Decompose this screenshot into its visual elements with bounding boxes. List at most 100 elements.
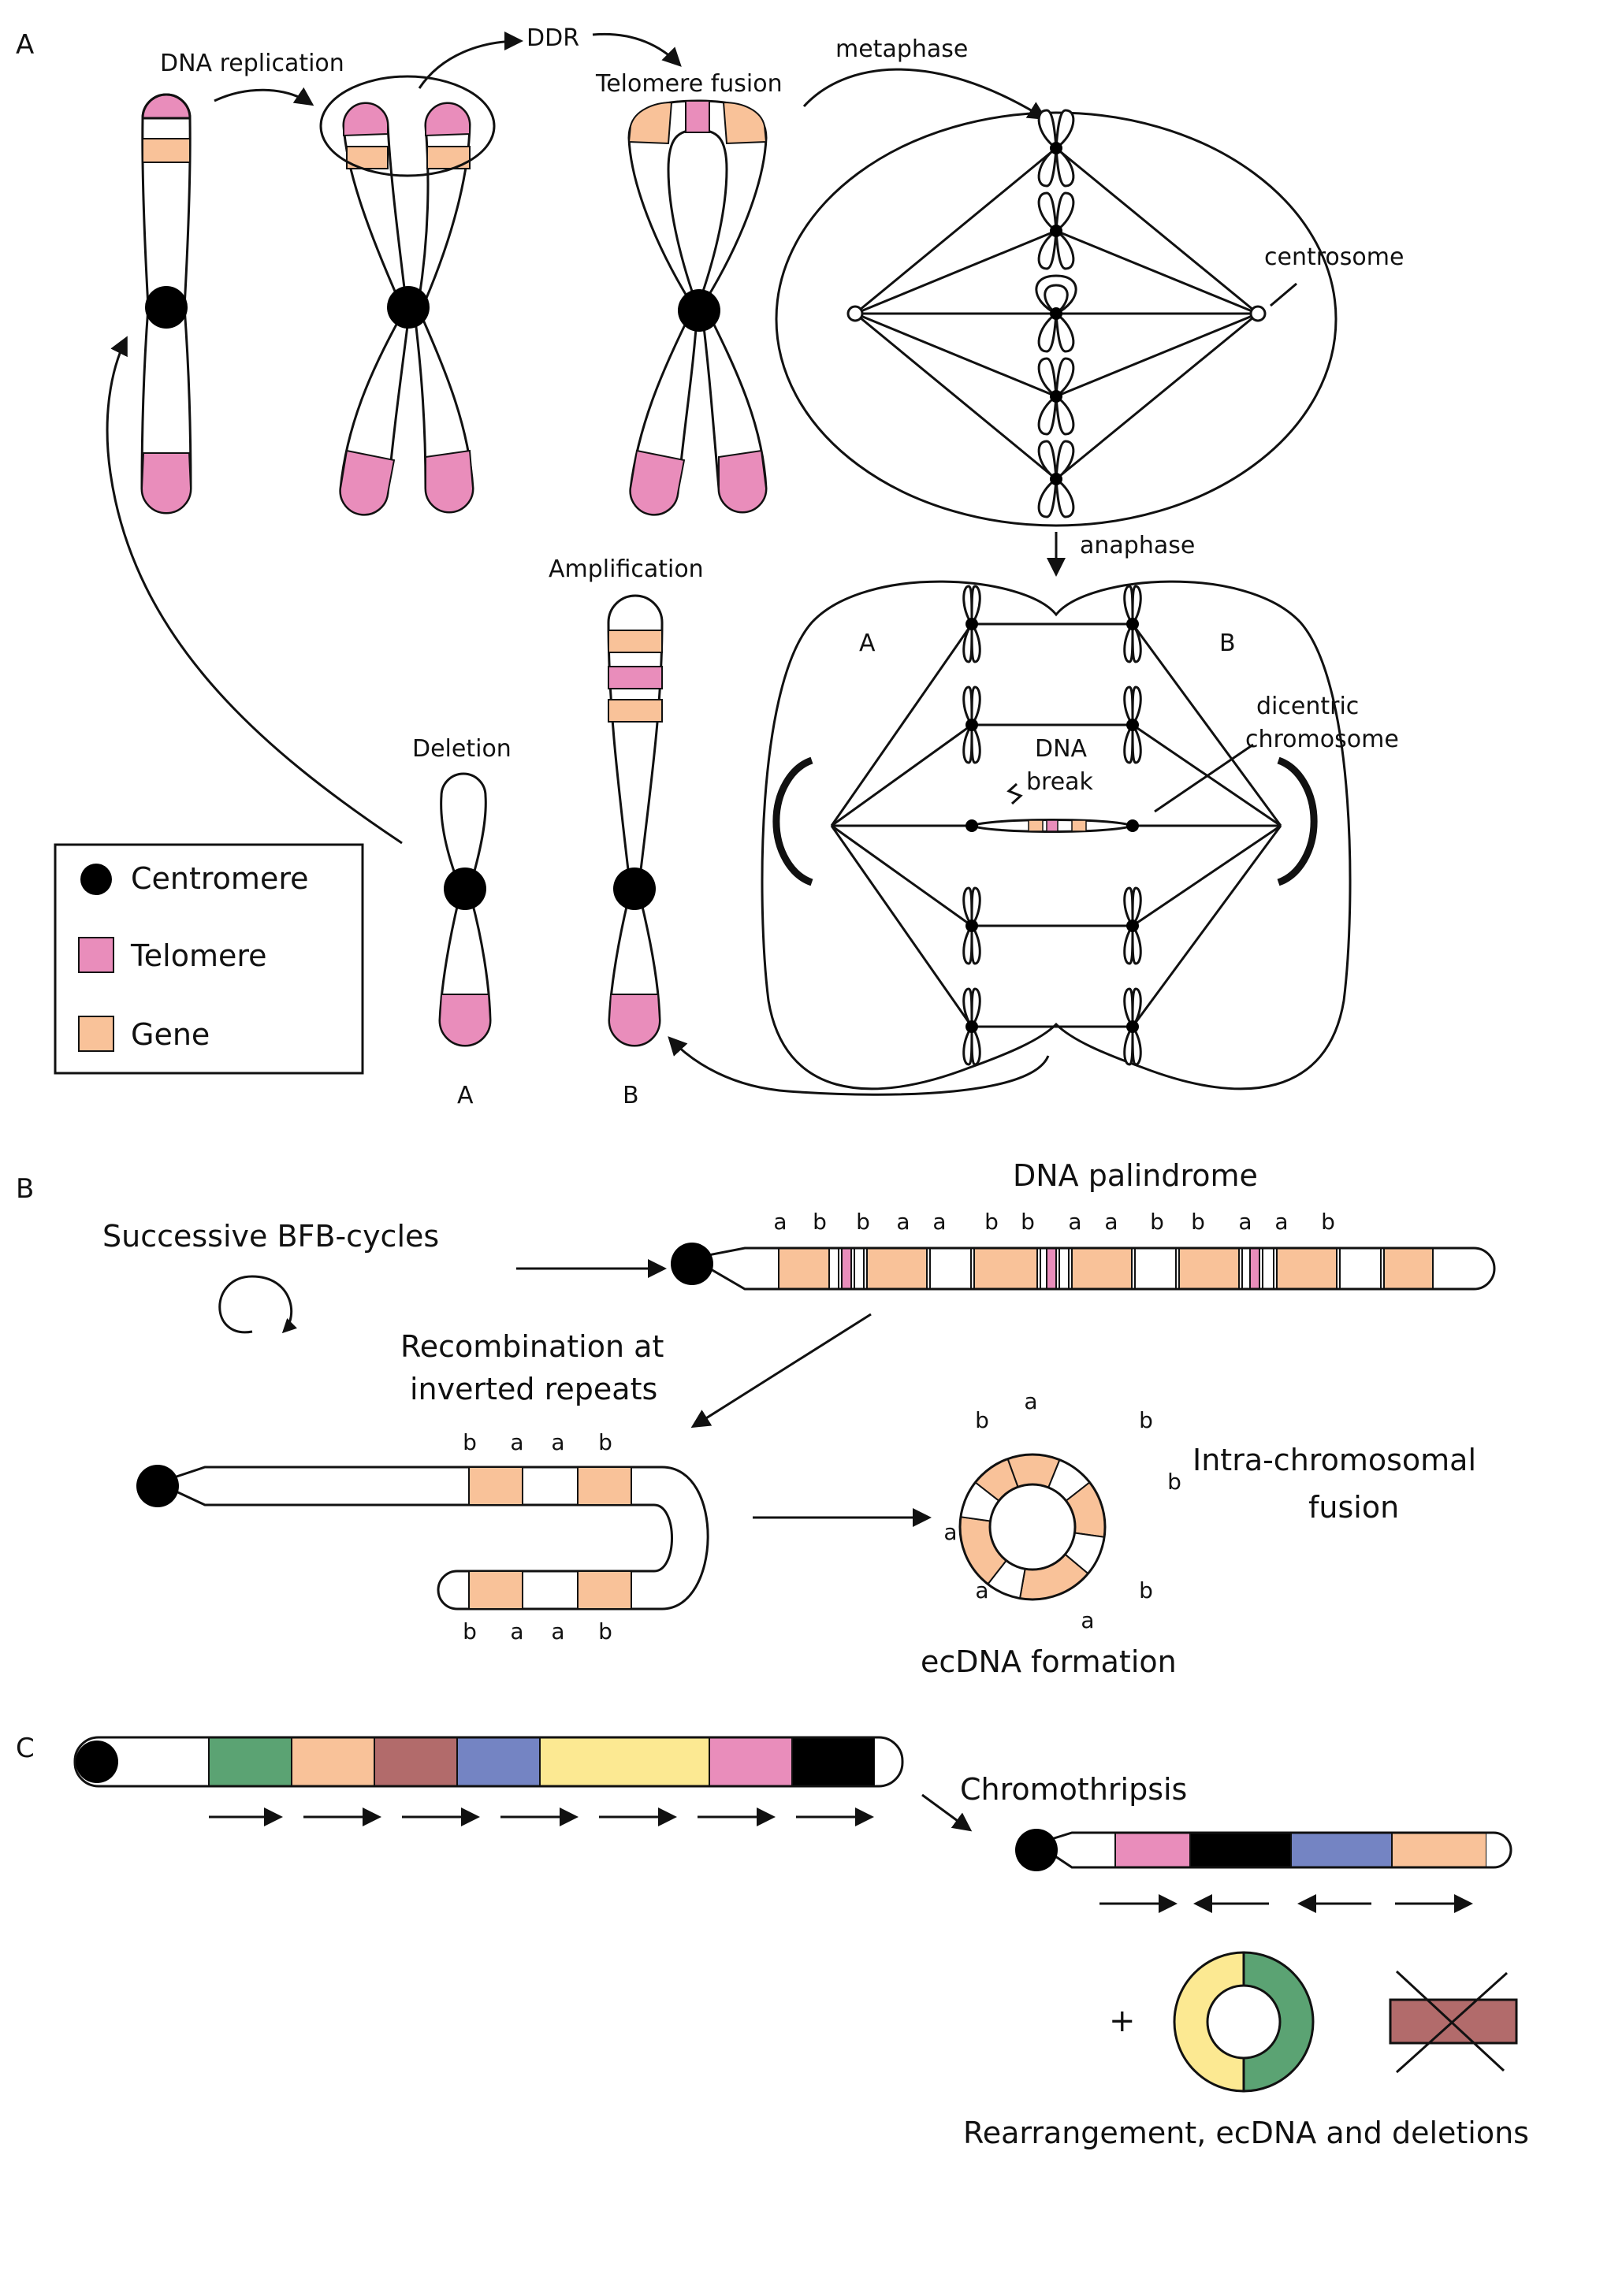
segment-orange: [1391, 1833, 1487, 1867]
palindrome-label: DNA palindrome: [1013, 1158, 1258, 1193]
arrow-replication: [214, 87, 314, 106]
metaphase-label: metaphase: [835, 35, 968, 63]
metaphase-cell: [775, 109, 1338, 527]
centromere-dot: [1126, 618, 1139, 630]
amplified-chromosome: [607, 594, 664, 1047]
palindrome-letter: b: [984, 1209, 999, 1235]
arrow-to-ddr: [418, 32, 523, 89]
daughter-b-label: B: [623, 1082, 639, 1109]
centromere-dot: [965, 819, 978, 832]
segment-black: [791, 1737, 876, 1786]
daughter-a-label: A: [457, 1082, 474, 1109]
palindrome-letter: b: [1321, 1209, 1335, 1235]
legend-gene-swatch: [78, 1016, 114, 1052]
rearrangement-caption: Rearrangement, ecDNA and deletions: [963, 2116, 1529, 2150]
palindrome-segment: [841, 1248, 852, 1289]
palindrome-letter: b: [856, 1209, 870, 1235]
single-chromosome: [140, 93, 192, 515]
ring-letter: a: [943, 1519, 957, 1545]
palindrome-letter: a: [773, 1209, 787, 1235]
palindrome-segment: [973, 1248, 1038, 1289]
palindrome-letter: a: [1274, 1209, 1288, 1235]
segment-orange: [291, 1737, 375, 1786]
dicentric-label-line1: dicentric: [1256, 693, 1359, 720]
break-symbol: [1006, 782, 1023, 805]
ring-letter: b: [1139, 1407, 1153, 1433]
arrow-to-daughters: [668, 1036, 1050, 1096]
segment-black: [1189, 1833, 1292, 1867]
palindrome-letter: a: [932, 1209, 946, 1235]
amplification-label: Amplification: [549, 555, 704, 583]
ecdna-ring: [958, 1453, 1107, 1601]
cell-b-label: B: [1219, 630, 1236, 657]
palindrome-segment: [1071, 1248, 1133, 1289]
legend: Centromere Telomere Gene: [54, 843, 364, 1075]
palindrome-segment: [1046, 1248, 1057, 1289]
ecdna-circle: [1173, 1951, 1315, 2093]
successive-bfb-label: Successive BFB-cycles: [102, 1219, 439, 1254]
cell-a-label: A: [859, 630, 876, 657]
arrow-to-hairpin: [690, 1313, 872, 1428]
legend-telomere-label: Telomere: [130, 938, 267, 973]
hairpin-top-letter: b: [463, 1429, 477, 1455]
arrow-metaphase: [802, 68, 1047, 121]
segment-brown: [374, 1737, 458, 1786]
centromere-marker: [76, 1741, 118, 1783]
dicentric-pointer: [1154, 743, 1254, 813]
palindrome-letter: a: [1068, 1209, 1081, 1235]
dna-replication-label: DNA replication: [160, 50, 344, 77]
ring-letter: a: [1081, 1607, 1094, 1633]
centromere-marker: [613, 868, 656, 910]
arrow-from-ddr: [592, 32, 682, 67]
anaphase-cell: [761, 580, 1352, 1090]
dicentric-label-line2: chromosome: [1245, 726, 1399, 753]
break-label: break: [1026, 768, 1094, 796]
centrosome-right: [1249, 305, 1267, 322]
hairpin-top-letter: b: [598, 1429, 612, 1455]
segment-pink: [709, 1737, 793, 1786]
ddr-label: DDR: [526, 24, 579, 52]
centromere-marker: [1015, 1829, 1058, 1871]
centromere-marker: [444, 868, 486, 910]
ring-letter: b: [975, 1407, 989, 1433]
palindrome-letter: b: [813, 1209, 827, 1235]
centromere-marker: [678, 289, 720, 332]
telomere-fused-chromosome: [627, 99, 768, 516]
centrosome-label: centrosome: [1264, 243, 1404, 271]
centromere-dot: [1126, 719, 1139, 731]
palindrome-chromosome: [671, 1243, 1496, 1291]
rearranged-chromosome: [1015, 1829, 1512, 1871]
panel-c-letter: C: [16, 1733, 35, 1764]
intra-fusion-line1: Intra-chromosomal: [1192, 1443, 1476, 1477]
centromere-dot: [965, 1020, 978, 1033]
original-chromosome: [73, 1736, 904, 1788]
plus-sign: +: [1109, 2003, 1136, 2039]
recombination-line2: inverted repeats: [410, 1372, 657, 1406]
panel-b-letter: B: [16, 1173, 34, 1205]
palindrome-letter: b: [1150, 1209, 1164, 1235]
palindrome-segment: [1249, 1248, 1260, 1289]
segment-blue: [456, 1737, 541, 1786]
centromere-dot: [1126, 920, 1139, 932]
deletion-label: Deletion: [412, 735, 512, 763]
centrosome-left: [846, 305, 864, 322]
palindrome-segment: [866, 1248, 928, 1289]
centromere-dot: [1126, 1020, 1139, 1033]
centromere-marker: [671, 1243, 713, 1285]
ring-letter: b: [1167, 1469, 1181, 1495]
hairpin-bottom-letter: a: [551, 1618, 564, 1644]
hairpin-top-letter: a: [551, 1429, 564, 1455]
hairpin-bottom-letter: b: [598, 1618, 612, 1644]
anaphase-label: anaphase: [1080, 532, 1195, 559]
arrow-cycle-back: [106, 336, 403, 845]
panel-a-letter: A: [16, 29, 34, 61]
ring-letter: b: [1139, 1577, 1153, 1603]
palindrome-letter: b: [1021, 1209, 1035, 1235]
segment-pink: [1114, 1833, 1191, 1867]
chromothripsis-label: Chromothripsis: [960, 1772, 1187, 1807]
replicated-chromosome: [319, 75, 496, 516]
intra-fusion-line2: fusion: [1308, 1490, 1399, 1525]
legend-telomere-swatch: [78, 937, 114, 973]
palindrome-letter: a: [1238, 1209, 1252, 1235]
